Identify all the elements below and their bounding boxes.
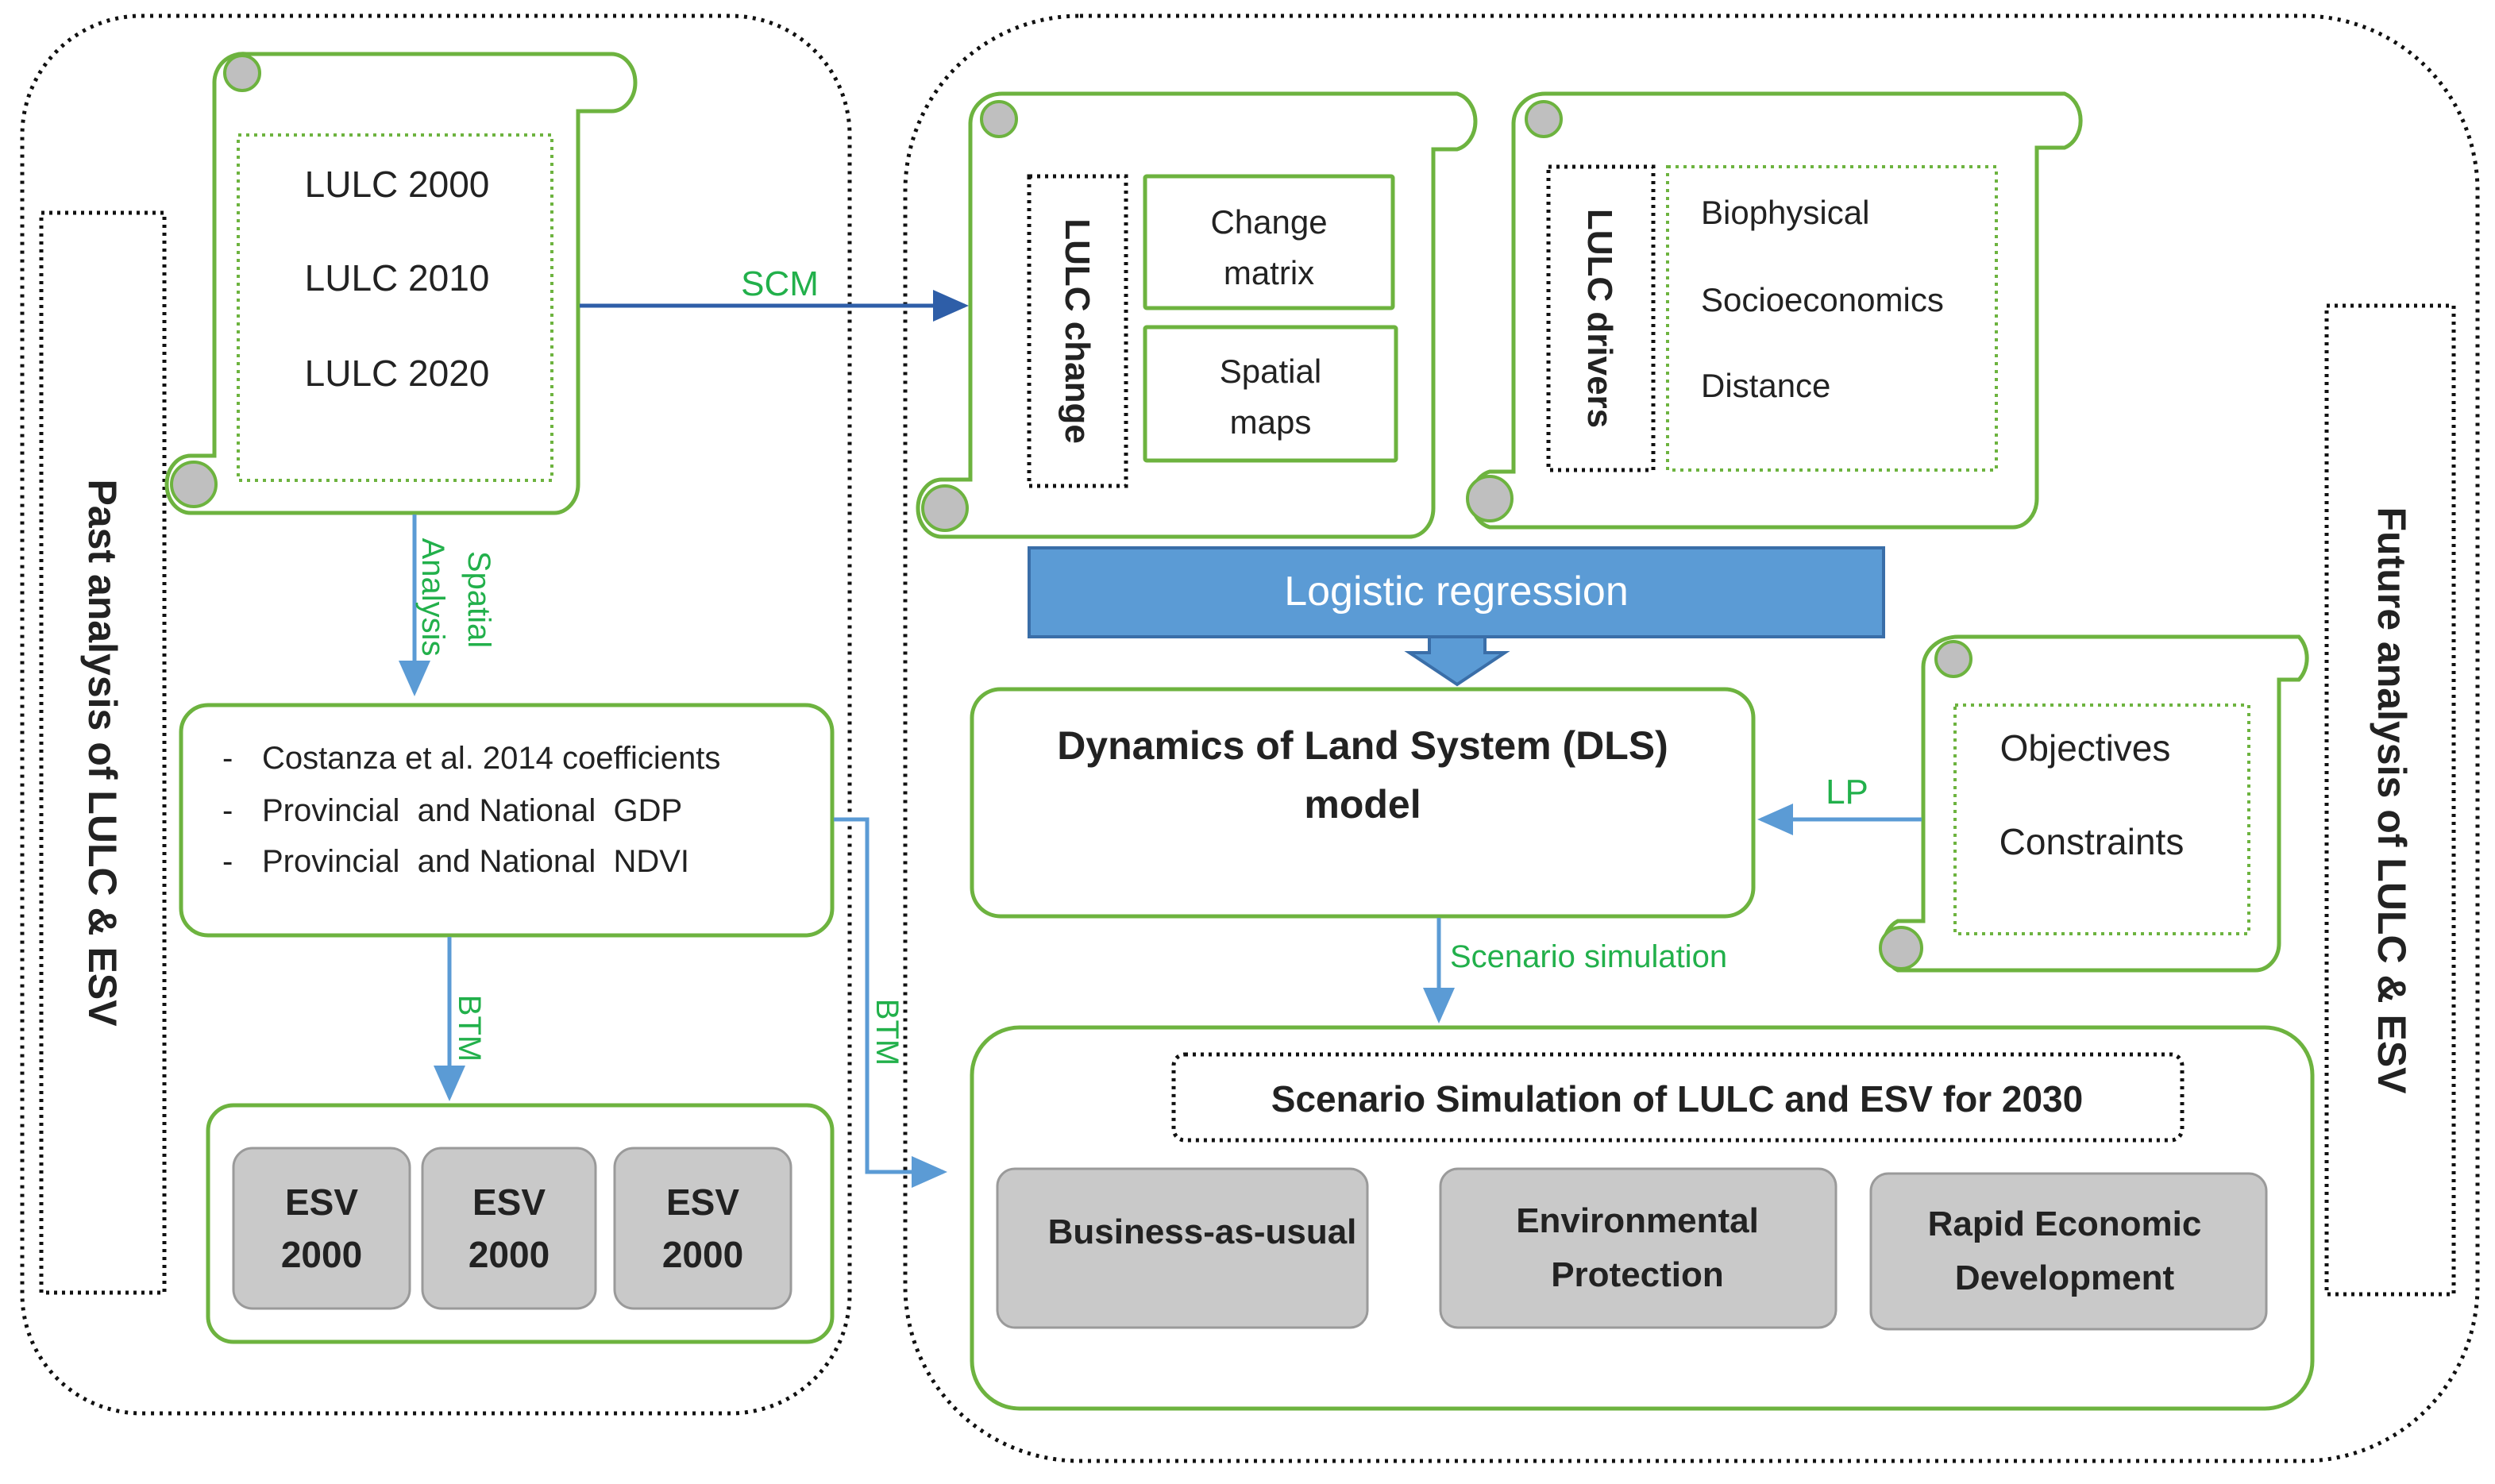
scenario-title-box [1171,1052,2185,1143]
spatial-analysis-label-1: Spatial [461,551,496,648]
lulc-change-title-box [1027,174,1128,488]
spatial-analysis-label-2: Analysis [415,538,450,657]
constraints-label: Constraints [1999,821,2185,862]
svg-text:Rapid Economic: Rapid Economic [1928,1205,2202,1243]
objectives-inner [1953,703,2250,935]
scenario-environmental-protection: Environmental Protection [1439,1167,1838,1329]
coefficient-item: Costanza et al. 2014 coefficients [262,741,720,776]
drivers-list-box [1666,165,1998,472]
lulc-years-scroll: LULC 2000 LULC 2010 LULC 2020 [164,52,638,515]
svg-text:maps: maps [1230,403,1312,441]
past-analysis-panel [20,13,852,1416]
esv-container: ESV 2000 ESV 2000 ESV 2000 [206,1103,835,1344]
lulc-change-scroll: LULC change Change matrix Spatial maps [916,91,1478,539]
svg-text:-: - [222,741,233,776]
svg-text:Development: Development [1955,1259,2175,1297]
past-analysis-label: Past analysis of LULC & ESV [80,479,125,1027]
coefficients-box: - - - Costanza et al. 2014 coefficients … [179,703,835,938]
svg-text:ESV: ESV [666,1181,739,1223]
objectives-scroll: Objectives Constraints [1879,634,2309,973]
scenario-business-as-usual: Business-as-usual [996,1167,1369,1329]
lulc-year: LULC 2010 [305,257,490,299]
scm-label: SCM [741,264,819,303]
scenario-simulation-label: Scenario simulation [1450,939,1727,974]
svg-text:-: - [222,844,233,879]
lulc-drivers-scroll: LULC drivers Biophysical Socioeconomics … [1466,91,2083,530]
esv-box: ESV 2000 [613,1147,792,1310]
driver-item: Socioeconomics [1701,281,1944,318]
svg-text:Dynamics of Land System (DLS): Dynamics of Land System (DLS) [1057,723,1668,768]
change-matrix-box [1143,174,1395,310]
svg-text:ESV: ESV [472,1181,546,1223]
coefficient-item: Provincial and National NDVI [262,844,689,879]
svg-text:Business-as-usual: Business-as-usual [1048,1212,1357,1251]
btm-label-right: BTM [870,999,904,1066]
future-analysis-panel [903,13,2480,1463]
lulc-drivers-title-box [1546,164,1656,472]
btm-label-left: BTM [452,995,487,1062]
spatial-maps-box [1143,325,1398,463]
svg-text:Protection: Protection [1551,1255,1724,1294]
lp-label: LP [1826,773,1868,811]
btm-arrow-right [834,817,947,1188]
scenario-box: Scenario Simulation of LULC and ESV for … [970,1025,2315,1411]
svg-text:2000: 2000 [662,1234,743,1275]
objectives-label: Objectives [2000,727,2171,769]
past-label-box [39,210,167,1295]
lulc-years-inner [237,133,553,482]
svg-text:2000: 2000 [469,1234,550,1275]
coefficient-item: Provincial and National GDP [262,793,682,828]
svg-text:ESV: ESV [285,1181,358,1223]
lulc-year: LULC 2000 [305,164,490,205]
future-analysis-label: Future analysis of LULC & ESV [2370,507,2414,1094]
logistic-regression-label: Logistic regression [1284,569,1629,615]
svg-text:model: model [1304,782,1421,827]
lulc-year: LULC 2020 [305,353,490,394]
svg-text:-: - [222,793,233,828]
svg-text:matrix: matrix [1224,254,1314,291]
lulc-change-title: LULC change [1058,218,1097,444]
scenario-rapid-economic-development: Rapid Economic Development [1869,1172,2268,1331]
svg-text:Change: Change [1210,203,1327,241]
dls-model-box: Dynamics of Land System (DLS) model [970,687,1756,919]
future-label-box [2324,303,2456,1297]
svg-text:Environmental: Environmental [1516,1201,1759,1240]
lulc-drivers-title: LULC drivers [1580,209,1619,428]
scenario-title: Scenario Simulation of LULC and ESV for … [1271,1078,2083,1120]
logistic-regression-block: Logistic regression [1028,546,1885,687]
esv-box: ESV 2000 [421,1147,597,1310]
driver-item: Distance [1701,367,1830,404]
svg-text:2000: 2000 [281,1234,362,1275]
svg-text:Spatial: Spatial [1220,353,1321,390]
driver-item: Biophysical [1701,194,1869,231]
esv-box: ESV 2000 [232,1147,411,1310]
